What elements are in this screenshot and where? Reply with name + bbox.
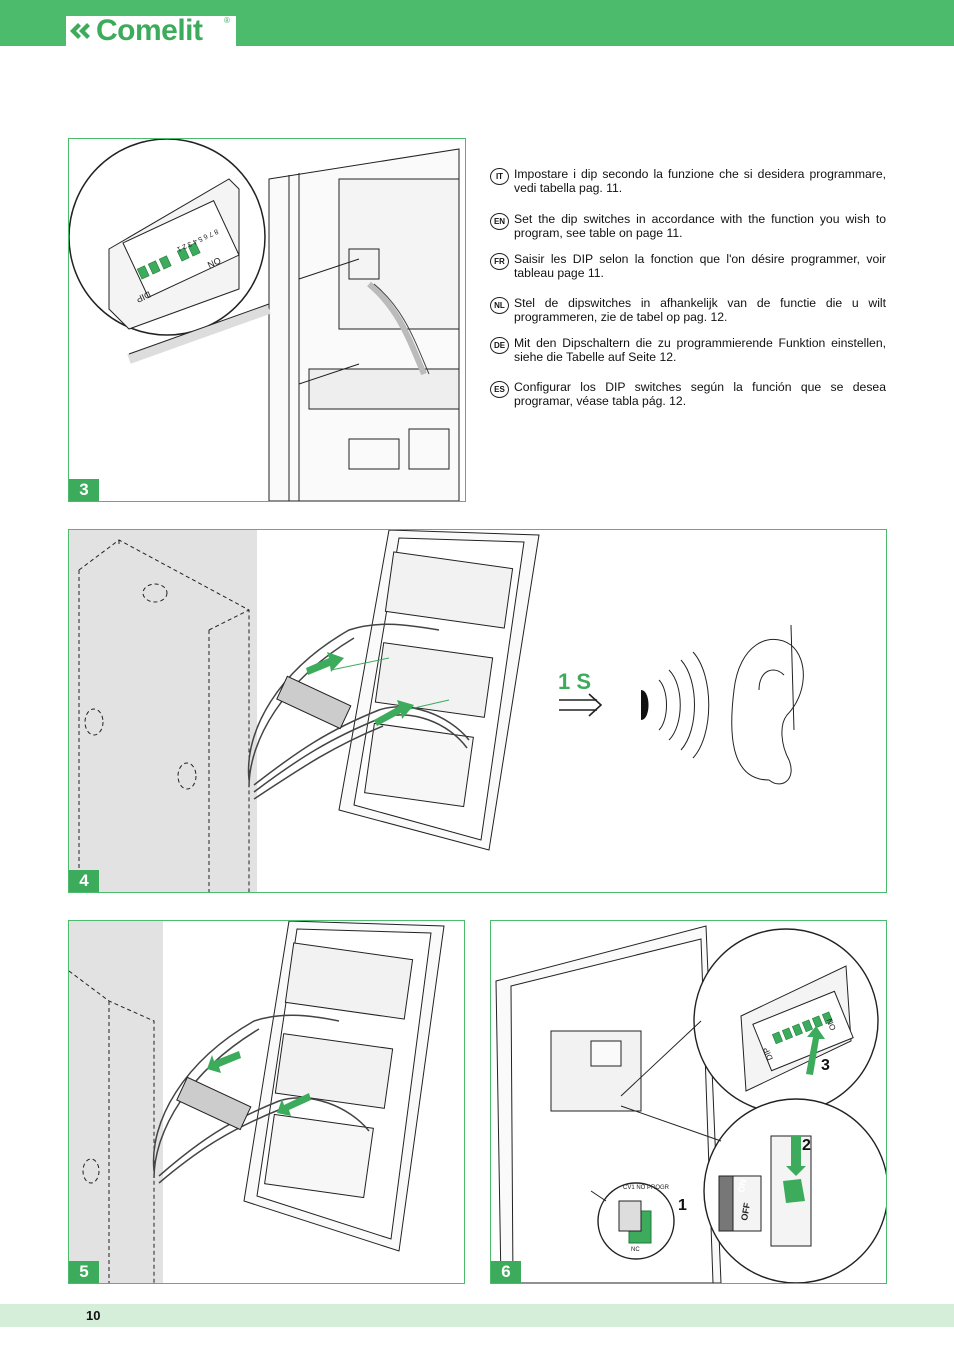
timing-label: 1 S [558, 669, 592, 694]
instruction-text-it: Impostare i dip secondo la funzione che … [514, 167, 886, 195]
lang-badge-it: IT [490, 168, 509, 185]
fig6-on-label: ON [825, 1017, 838, 1032]
footer-bar [0, 1304, 954, 1327]
step-label-3: 3 [821, 1057, 830, 1074]
lang-badge-fr: FR [490, 253, 509, 270]
instruction-text-en: Set the dip switches in accordance with … [514, 212, 886, 240]
brand-name: Comelit [96, 14, 203, 47]
nc-label: NC [631, 1247, 640, 1253]
programming-switch-illustration: DIP ON ON OFF CV1 NO PROGR NC [495, 925, 886, 1283]
figure-5: 5 [68, 920, 465, 1284]
figure-number-6: 6 [491, 1261, 521, 1283]
connector-insert-illustration [69, 530, 804, 892]
logo-mark-icon [70, 23, 90, 39]
figure-number-5: 5 [69, 1261, 99, 1283]
registered-mark: ® [224, 16, 230, 25]
instruction-de: DE Mit den Dipschaltern die zu programmi… [490, 336, 886, 364]
instruction-it: IT Impostare i dip secondo la funzione c… [490, 167, 886, 195]
dip-switch-illustration: DIP ON 8 7 6 5 4 3 2 1 [69, 139, 460, 501]
figure-6: DIP ON ON OFF CV1 NO PROGR NC 1 2 3 6 [490, 920, 887, 1284]
instruction-text-de: Mit den Dipschaltern die zu programmiere… [514, 336, 886, 364]
lang-badge-es: ES [490, 381, 509, 398]
connector-remove-illustration [69, 921, 445, 1283]
step-label-2: 2 [802, 1137, 811, 1154]
lang-badge-en: EN [490, 213, 509, 230]
instruction-text-nl: Stel de dipswitches in afhankelijk van d… [514, 296, 886, 324]
instruction-text-fr: Saisir les DIP selon la fonction que l'o… [514, 252, 886, 280]
brand-logo: Comelit ® [66, 14, 236, 47]
instruction-text-es: Configurar los DIP switches según la fun… [514, 380, 886, 408]
instruction-es: ES Configurar los DIP switches según la … [490, 380, 886, 408]
lang-badge-de: DE [490, 337, 509, 354]
lang-badge-nl: NL [490, 297, 509, 314]
instruction-fr: FR Saisir les DIP selon la fonction que … [490, 252, 886, 280]
switch-on-label: ON [736, 1178, 748, 1193]
figure-3: DIP ON 8 7 6 5 4 3 2 1 3 [68, 138, 466, 502]
figure-number-4: 4 [69, 870, 99, 892]
instruction-en: EN Set the dip switches in accordance wi… [490, 212, 886, 240]
figure-4: 1 S 4 [68, 529, 887, 893]
jumper-label: CV1 NO PROGR [623, 1185, 670, 1191]
switch-off-label: OFF [739, 1201, 752, 1221]
step-label-1: 1 [678, 1197, 687, 1214]
page-number: 10 [86, 1308, 101, 1323]
figure-number-3: 3 [69, 479, 99, 501]
instruction-nl: NL Stel de dipswitches in afhankelijk va… [490, 296, 886, 324]
